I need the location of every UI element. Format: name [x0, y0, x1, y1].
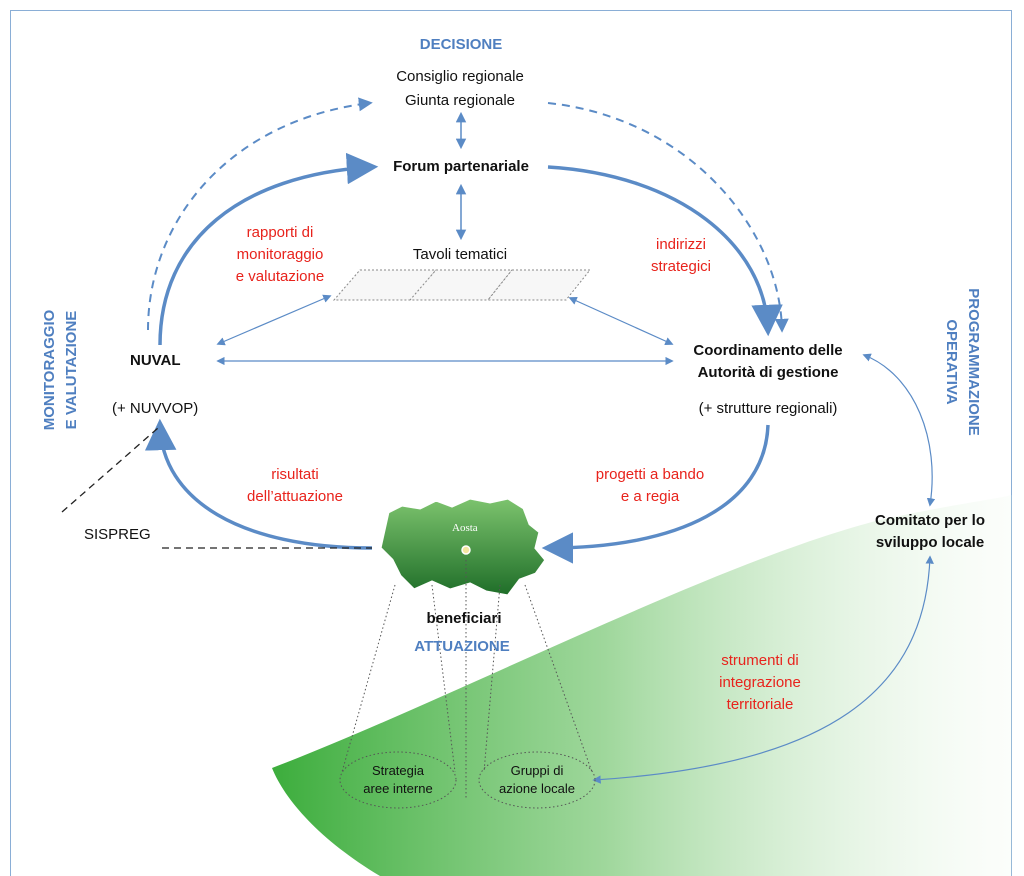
arrow-coordinamento-to-beneficiari — [541, 424, 770, 564]
node-giunta: Giunta regionale — [404, 92, 516, 109]
arrow-nuval-to-forum — [158, 152, 379, 346]
sispreg-link-nuval — [61, 427, 159, 513]
node-gruppi: Gruppi di azione locale — [499, 763, 575, 796]
node-forum: Forum partenariale — [393, 158, 529, 175]
frame-border — [10, 10, 1012, 876]
node-nuvvop: (+ NUVVOP) — [112, 400, 199, 417]
section-monitoraggio: MONITORAGGIO E VALUTAZIONE — [41, 309, 80, 431]
flow-rapporti: rapporti di monitoraggio e valutazione — [235, 224, 325, 285]
node-comitato: Comitato per lo sviluppo locale — [874, 512, 985, 551]
map-city-label: Aosta — [452, 522, 478, 534]
map-projection — [341, 560, 593, 800]
arrow-comitato-gruppi — [592, 555, 934, 784]
arrow-forum-to-coordinamento — [547, 165, 783, 337]
arrow-coordinamento-comitato — [862, 353, 936, 507]
section-programmazione: PROGRAMMAZIONE OPERATIVA — [943, 288, 982, 436]
section-decisione: DECISIONE — [419, 36, 503, 53]
dashed-arrow-right — [547, 102, 789, 333]
node-consiglio: Consiglio regionale — [396, 68, 524, 85]
flow-progetti: progetti a bando e a regia — [595, 466, 705, 505]
flow-strumenti: strumenti di integrazione territoriale — [719, 652, 801, 713]
arrow-nuval-tavoli — [216, 294, 332, 346]
arrow-tavoli-coordinamento — [568, 296, 674, 346]
tavoli-tables — [332, 269, 592, 301]
flow-indirizzi: indirizzi strategici — [650, 236, 712, 275]
arrow-beneficiari-to-nuval — [144, 418, 373, 550]
node-sispreg: SISPREG — [84, 526, 151, 543]
node-beneficiari: beneficiari — [426, 610, 502, 627]
section-attuazione: ATTUAZIONE — [414, 638, 510, 655]
strategia-ellipse — [339, 751, 457, 809]
node-nuval: NUVAL — [130, 352, 181, 369]
node-strategia: Strategia aree interne — [363, 763, 433, 796]
node-coordinamento: Coordinamento delle Autorità di gestione — [693, 342, 843, 381]
aosta-marker — [461, 545, 471, 555]
gruppi-ellipse — [478, 751, 596, 809]
node-tavoli: Tavoli tematici — [412, 246, 508, 263]
node-strutture: (+ strutture regionali) — [698, 400, 838, 417]
dashed-arrow-left — [147, 97, 373, 331]
flow-risultati: risultati dell’attuazione — [247, 466, 343, 505]
